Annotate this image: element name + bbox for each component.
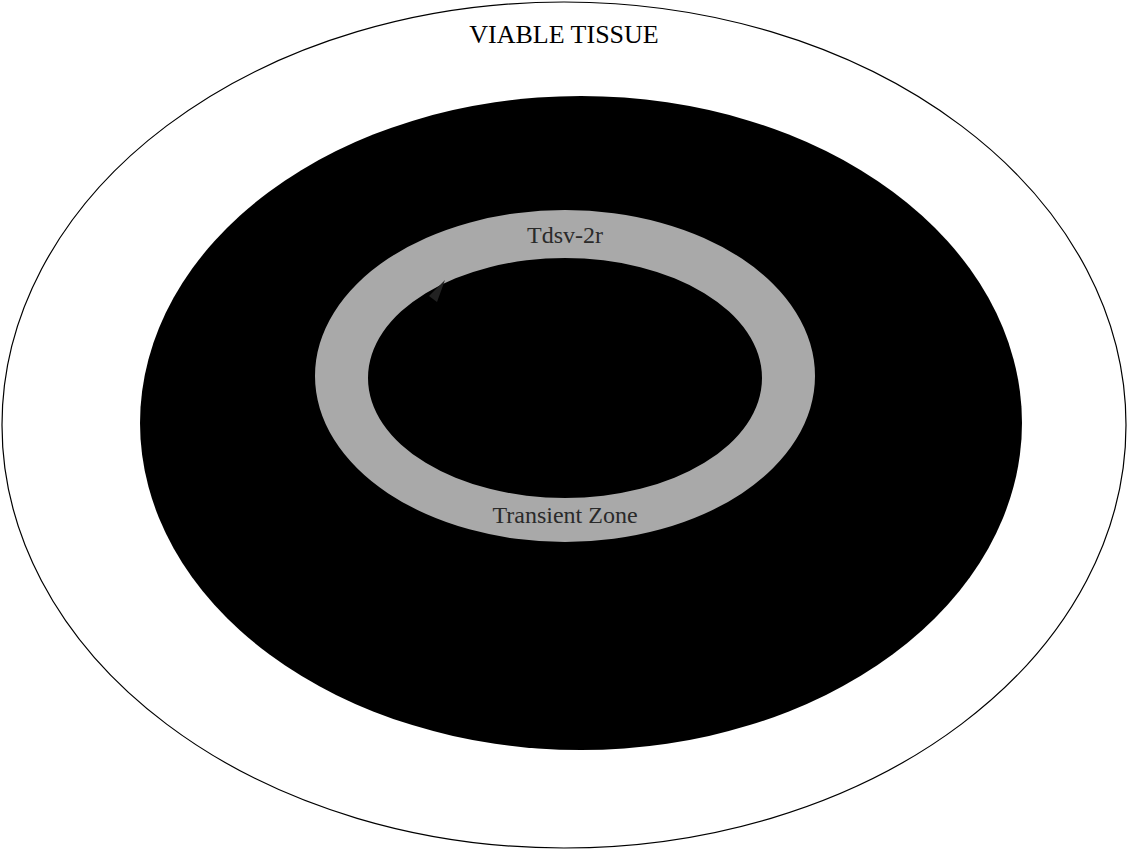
necrotic-zone	[140, 96, 1022, 750]
zone-ring: Tdsv-2rTransient Zone	[315, 210, 815, 542]
zone-label: Transient Zone	[492, 502, 637, 529]
transient-ring	[315, 210, 815, 542]
region-label: VIABLE TISSUE	[469, 20, 658, 50]
marker-tick	[429, 280, 445, 302]
transient-zone-band	[315, 210, 815, 542]
zone-label: Tdsv-2r	[527, 222, 603, 249]
